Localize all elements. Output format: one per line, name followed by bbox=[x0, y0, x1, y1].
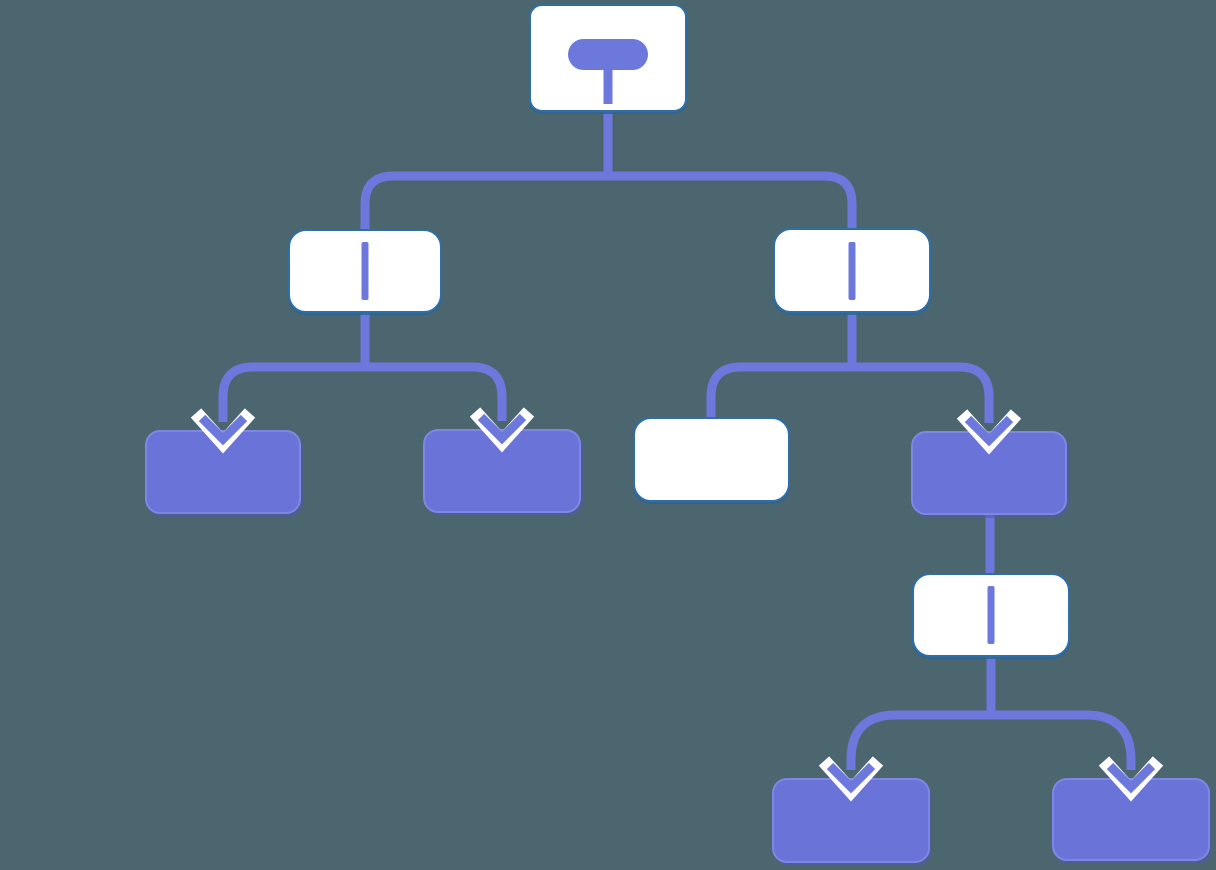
tree-node-leaf-2[interactable] bbox=[423, 429, 581, 513]
collapsed-line-icon bbox=[361, 242, 369, 300]
tree-node-branch-right[interactable] bbox=[773, 228, 931, 313]
tree-node-child-plain[interactable] bbox=[633, 417, 790, 502]
tree-node-branch-left[interactable] bbox=[288, 229, 442, 313]
tree-node-leaf-3[interactable] bbox=[911, 431, 1067, 515]
collapsed-line-icon bbox=[987, 586, 995, 644]
tree-node-branch-bottom[interactable] bbox=[912, 573, 1070, 657]
tree-node-leaf-1[interactable] bbox=[145, 430, 301, 514]
tree-node-leaf-5[interactable] bbox=[1052, 778, 1210, 861]
root-pill-icon bbox=[568, 39, 648, 104]
tree-node-leaf-4[interactable] bbox=[772, 778, 930, 863]
collapsed-line-icon bbox=[848, 241, 856, 300]
tree-node-root[interactable] bbox=[529, 4, 687, 112]
